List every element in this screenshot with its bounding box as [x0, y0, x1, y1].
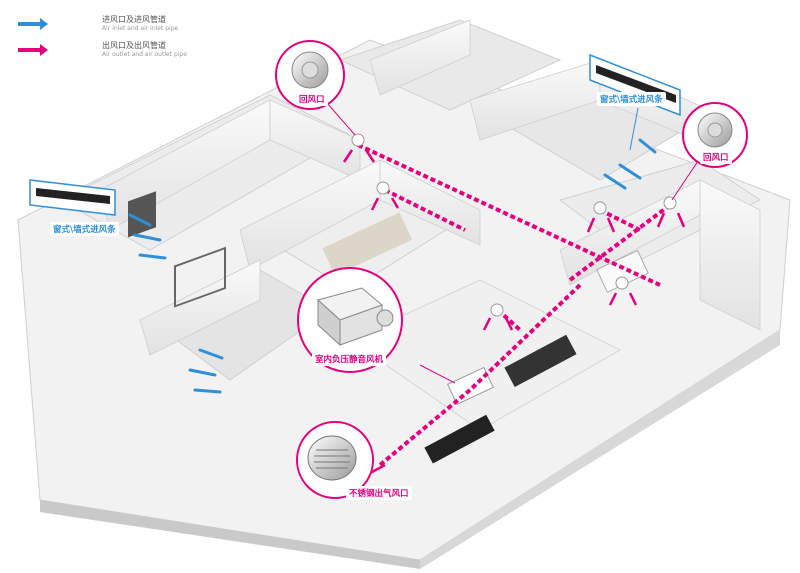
bed — [322, 212, 413, 276]
callout-supply-bar-left — [29, 179, 116, 216]
legend-label: 进风口及进风管道 — [102, 15, 166, 24]
window-balcony — [174, 246, 226, 308]
sofa — [504, 334, 577, 388]
magenta-arrow-icon — [18, 44, 48, 56]
label-supply-bar-left: 窗式\墙式进风条 — [50, 222, 119, 236]
legend-sublabel: Air outlet and air outlet pipe — [102, 51, 187, 58]
legend-sublabel: Air inlet and air inlet pipe — [102, 25, 179, 32]
legend-item-outlet: 出风口及出风管道 Air outlet and air outlet pipe — [18, 40, 238, 66]
legend-label: 出风口及出风管道 — [102, 41, 166, 50]
room-living — [348, 279, 622, 431]
label-supply-bar-right: 窗式\墙式进风条 — [597, 92, 666, 106]
callout-fan — [297, 267, 456, 384]
legend: 进风口及进风管道 Air inlet and air inlet pipe 出风… — [18, 14, 238, 66]
building-right-wall — [420, 330, 780, 569]
callout-exhaust-cap — [296, 421, 381, 499]
legend-item-inlet: 进风口及进风管道 Air inlet and air inlet pipe — [18, 14, 238, 40]
label-exhaust-cap: 不锈钢出气风口 — [346, 486, 412, 500]
ceiling-vents — [351, 133, 677, 317]
label-return-vent-right: 回风口 — [700, 150, 732, 164]
room-upper-middle — [338, 19, 562, 111]
outlet-arrows — [342, 149, 686, 474]
building-front-wall — [40, 500, 420, 569]
blue-arrow-icon — [18, 18, 48, 30]
sofa-front — [424, 414, 495, 464]
coffee-table — [446, 366, 494, 405]
label-fan: 室内负压静音风机 — [312, 352, 387, 366]
inlet-arrows — [128, 138, 657, 394]
label-return-vent-left: 回风口 — [296, 92, 328, 106]
